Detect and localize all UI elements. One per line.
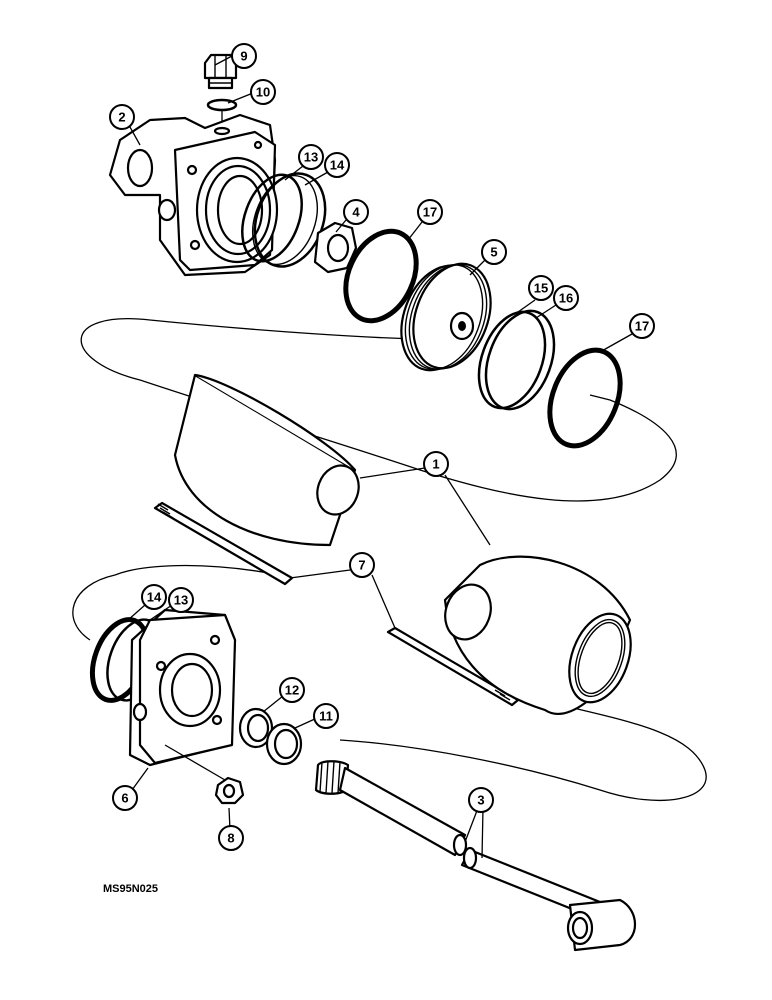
- washer-part-11: [265, 722, 303, 766]
- callout-14-upper: 14: [324, 152, 350, 178]
- callout-5: 5: [481, 239, 507, 265]
- callout-label: 13: [174, 593, 188, 608]
- lower-group-outline: [72, 564, 707, 801]
- plug-part-9: [203, 53, 238, 90]
- callout-17-lower: 17: [629, 313, 655, 339]
- callout-10: 10: [250, 79, 276, 105]
- callout-6: 6: [112, 785, 138, 811]
- callout-label: 17: [423, 205, 437, 220]
- callout-label: 1: [432, 457, 439, 472]
- callout-label: 16: [559, 291, 573, 306]
- front-end-cap-part-6: [128, 608, 237, 767]
- callout-label: 14: [330, 158, 345, 173]
- callout-label: 8: [227, 831, 234, 846]
- callout-4: 4: [343, 199, 369, 225]
- callout-8: 8: [218, 825, 244, 851]
- callout-label: 5: [490, 245, 497, 260]
- callout-15: 15: [528, 275, 554, 301]
- barrel-part-1-lower: [443, 555, 632, 715]
- callout-label: 6: [121, 791, 128, 806]
- rear-end-cap-part-2: [108, 113, 279, 277]
- callout-label: 9: [240, 49, 247, 64]
- o-ring-part-17-lower: [547, 347, 623, 449]
- callout-label: 12: [285, 683, 299, 698]
- callout-label: 13: [304, 150, 318, 165]
- piston-part-5: [400, 262, 492, 372]
- o-ring-part-10: [206, 98, 238, 112]
- callout-12: 12: [279, 677, 305, 703]
- callout-label: 15: [534, 281, 548, 296]
- nut-part-8: [214, 776, 245, 805]
- callout-2: 2: [109, 104, 135, 130]
- callout-label: 7: [358, 558, 365, 573]
- nut-part-4: [313, 221, 358, 274]
- callout-16: 16: [553, 285, 579, 311]
- piston-rod-part-3: [314, 760, 636, 952]
- callout-7: 7: [349, 552, 375, 578]
- callout-13-upper: 13: [298, 144, 324, 170]
- callout-11: 11: [313, 703, 339, 729]
- callout-label: 17: [635, 319, 649, 334]
- callout-1: 1: [423, 451, 449, 477]
- barrel-part-1-upper: [173, 373, 360, 547]
- callout-label: 14: [147, 590, 162, 605]
- callout-9: 9: [231, 43, 257, 69]
- callout-3: 3: [468, 787, 494, 813]
- o-ring-part-17-upper: [343, 228, 419, 324]
- callout-label: 2: [118, 110, 125, 125]
- upper-group-outline: [80, 318, 677, 502]
- ring-part-16: [484, 309, 556, 411]
- washer-part-12: [238, 707, 274, 749]
- callout-14-lower: 14: [141, 584, 167, 610]
- ring-part-15: [477, 310, 547, 410]
- callout-13-lower: 13: [168, 587, 194, 613]
- callout-label: 10: [256, 85, 270, 100]
- callout-17-upper: 17: [417, 199, 443, 225]
- callout-label: 4: [352, 205, 360, 220]
- figure-code: MS95N025: [103, 883, 158, 895]
- callout-label: 11: [319, 709, 333, 724]
- callout-label: 3: [477, 793, 484, 808]
